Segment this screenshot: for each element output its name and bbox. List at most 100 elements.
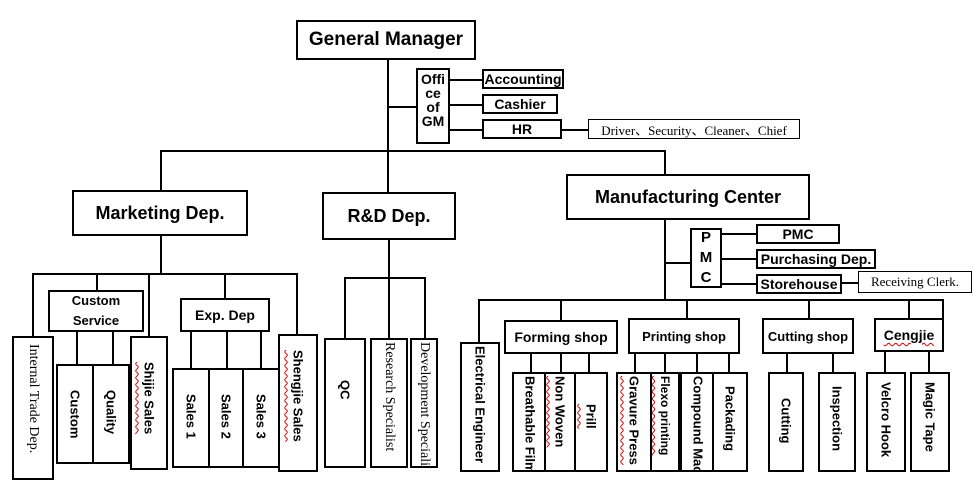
gravure-press-box: Gravure Press: [616, 372, 652, 472]
development-specialist-box: Development Specialist: [410, 338, 438, 468]
connector-line: [588, 354, 590, 372]
connector-line: [32, 273, 34, 336]
connector-line: [260, 332, 262, 368]
connector-line: [664, 220, 666, 301]
connector-line: [344, 277, 426, 279]
shengjie-sales-box: Shengjie Sales: [278, 334, 318, 472]
connector-line: [530, 354, 532, 372]
purchasing-dep-label: Purchasing Dep.: [760, 251, 872, 267]
connector-line: [388, 277, 390, 338]
inspection-box: Inspection: [818, 372, 856, 472]
magic-tape-box: Magic Tape: [910, 372, 950, 472]
qc-label: QC: [337, 380, 353, 400]
connector-line: [696, 354, 698, 372]
connector-line: [562, 129, 588, 131]
connector-line: [722, 258, 756, 260]
connector-line: [160, 150, 162, 190]
cengjie-label: Cengjie: [883, 327, 935, 343]
pmc-label: PMC: [782, 226, 814, 242]
storehouse-label: Storehouse: [760, 276, 838, 292]
cutting-box: Cutting: [768, 372, 804, 472]
connector-line: [450, 79, 482, 81]
internal-trade-label: Internal Trade Dep.: [26, 344, 41, 454]
connector-line: [424, 277, 426, 338]
sales-3-label: Sales 3: [253, 394, 269, 439]
custom-label: Custom: [67, 390, 83, 439]
connector-line: [224, 273, 226, 298]
marketing-dep-box: Marketing Dep.: [72, 190, 248, 236]
sales-1-label: Sales 1: [183, 394, 199, 439]
shijie-sales-label: Shijie Sales: [141, 362, 157, 435]
connector-line: [842, 282, 858, 284]
hr-note-box: Driver、Security、Cleaner、Chief: [588, 119, 800, 139]
internal-trade-box: Internal Trade Dep.: [12, 336, 54, 480]
rd-dep-box: R&D Dep.: [322, 192, 456, 240]
compound-machine-label: Compound Machine: [690, 376, 706, 472]
connector-line: [387, 150, 389, 192]
prill-label: Prill: [583, 404, 599, 429]
connector-line: [560, 299, 562, 320]
manufacturing-center-label: Manufacturing Center: [594, 186, 781, 207]
connector-line: [450, 129, 482, 131]
pmc-group-label: PMC: [699, 229, 713, 286]
compound-machine-box: Compound Machine: [680, 372, 716, 472]
connector-line: [226, 332, 228, 368]
electrical-engineer-box: Electrical Engineer: [460, 342, 500, 472]
quality-label: Quality: [103, 390, 119, 435]
connector-line: [160, 150, 666, 152]
prill-box: Prill: [574, 372, 608, 472]
connector-line: [666, 262, 690, 264]
storehouse-box: Storehouse: [756, 274, 842, 294]
cutting-label: Cutting: [778, 398, 794, 444]
packading-box: Packading: [712, 372, 748, 472]
shijie-sales-box: Shijie Sales: [130, 336, 168, 470]
connector-line: [190, 332, 192, 368]
connector-line: [942, 299, 944, 319]
general-manager-box: General Manager: [296, 20, 476, 60]
development-specialist-label: Development Specialist: [417, 342, 432, 468]
gravure-press-label: Gravure Press: [626, 376, 642, 465]
office-of-gm-label: Office of GM: [420, 71, 446, 129]
connector-line: [722, 233, 756, 235]
non-woven-box: Non Woven: [544, 372, 576, 472]
sales-2-box: Sales 2: [208, 368, 244, 468]
velcro-hook-box: Velcro Hook: [866, 372, 906, 472]
connector-line: [560, 354, 562, 372]
connector-line: [478, 299, 944, 301]
quality-box: Quality: [92, 364, 130, 464]
magic-tape-label: Magic Tape: [922, 382, 938, 452]
connector-line: [296, 273, 298, 334]
rd-dep-label: R&D Dep.: [347, 205, 431, 226]
electrical-engineer-label: Electrical Engineer: [472, 346, 488, 464]
flexo-printing-label: Flexo printing: [658, 376, 672, 456]
receiving-clerk-label: Receiving Clerk.: [870, 274, 960, 289]
forming-shop-box: Forming shop: [504, 320, 618, 354]
connector-line: [450, 104, 482, 106]
hr-label: HR: [511, 121, 533, 137]
forming-shop-label: Forming shop: [514, 329, 608, 345]
qc-box: QC: [324, 338, 366, 468]
connector-line: [389, 106, 416, 108]
printing-shop-label: Printing shop: [642, 328, 726, 344]
manufacturing-center-box: Manufacturing Center: [566, 174, 810, 220]
connector-line: [832, 354, 834, 372]
connector-line: [478, 299, 480, 342]
cashier-label: Cashier: [494, 96, 546, 112]
velcro-hook-label: Velcro Hook: [878, 382, 894, 458]
hr-note-label: Driver、Security、Cleaner、Chief: [601, 122, 787, 138]
printing-shop-box: Printing shop: [628, 318, 740, 354]
accounting-box: Accounting: [482, 69, 564, 89]
custom-box: Custom: [56, 364, 94, 464]
sales-1-box: Sales 1: [172, 368, 210, 468]
connector-line: [664, 150, 666, 174]
exp-dep-box: Exp. Dep: [180, 298, 270, 332]
shengjie-sales-label: Shengjie Sales: [290, 350, 306, 442]
connector-line: [112, 332, 114, 364]
connector-line: [908, 299, 910, 319]
sales-3-box: Sales 3: [242, 368, 280, 468]
pmc-box: PMC: [756, 224, 840, 244]
packading-label: Packading: [722, 386, 738, 452]
non-woven-label: Non Woven: [552, 376, 568, 448]
connector-line: [664, 354, 666, 372]
connector-line: [808, 299, 810, 319]
